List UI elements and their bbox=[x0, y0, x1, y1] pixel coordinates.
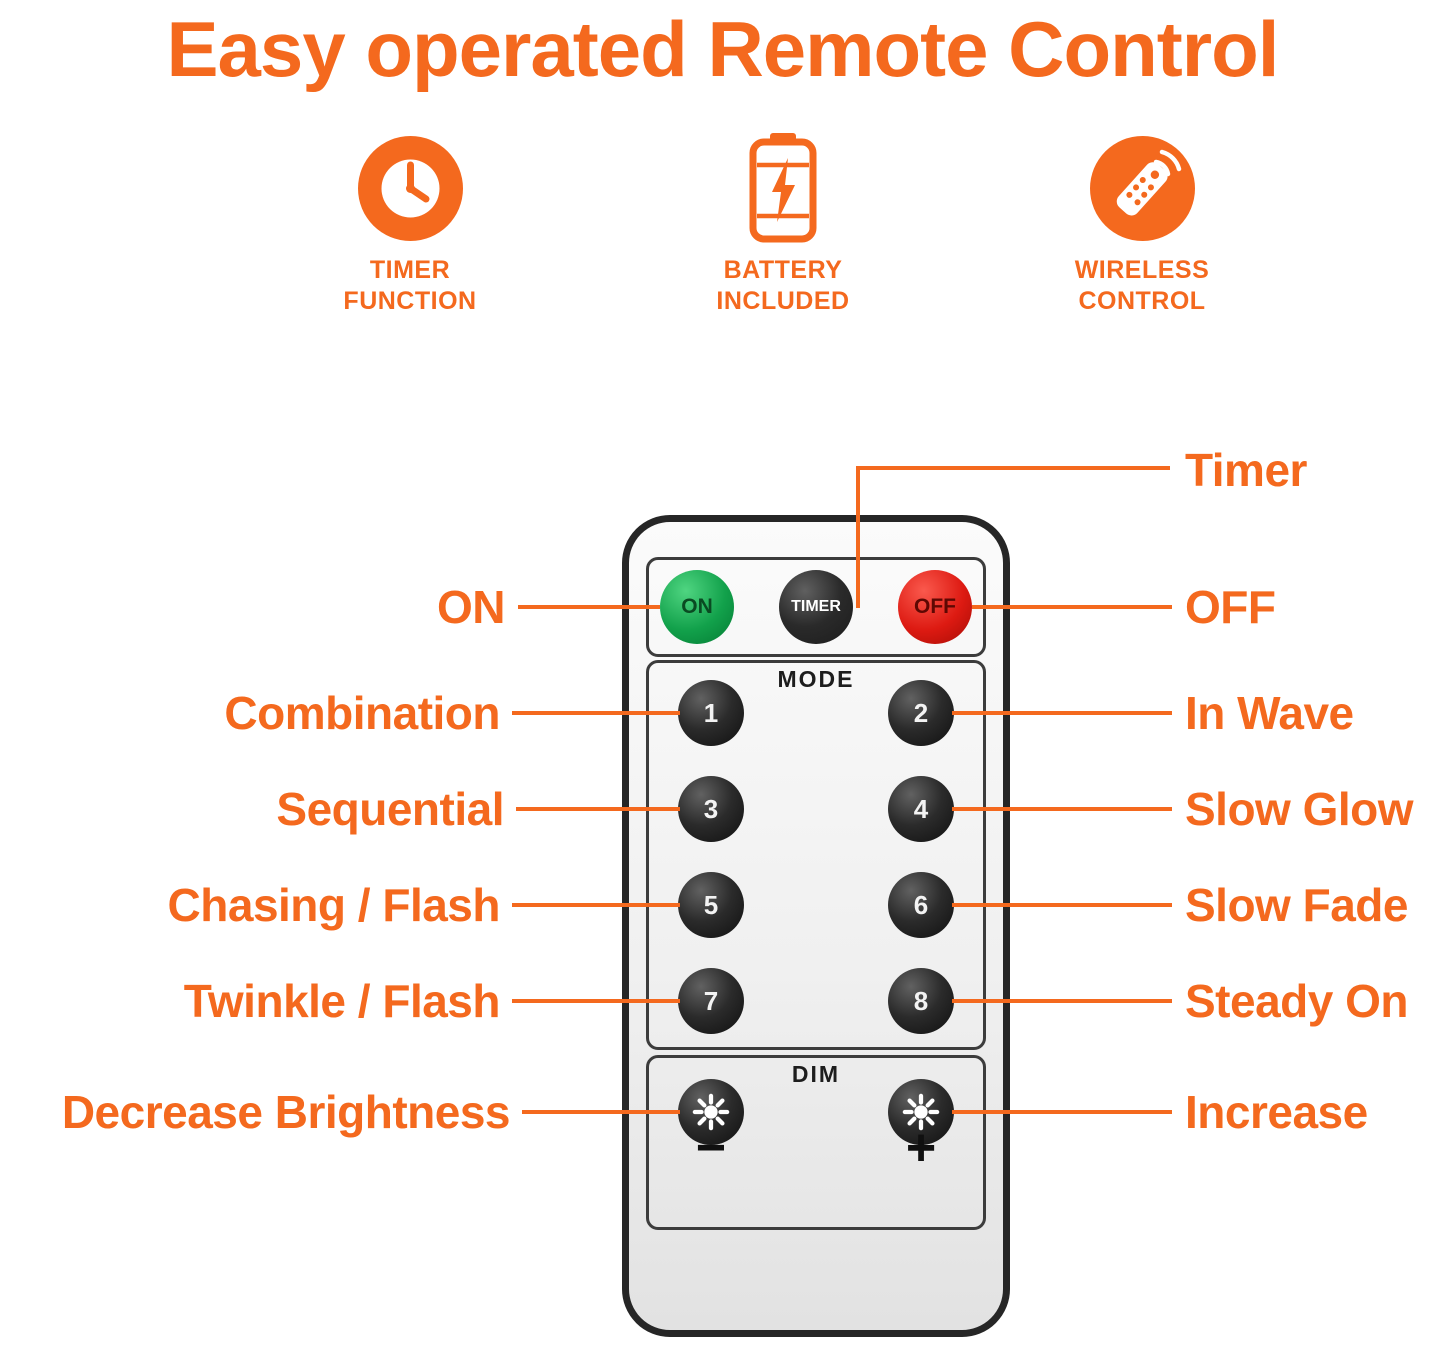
callout-label-twinkle-flash: Twinkle / Flash bbox=[183, 975, 501, 1027]
callout-line-steady-on bbox=[952, 999, 1172, 1003]
callout-line-slow-glow bbox=[952, 807, 1172, 811]
dim-increase-button bbox=[888, 1079, 954, 1145]
callout-label-on: ON bbox=[437, 581, 506, 633]
remote-icon bbox=[1032, 131, 1252, 245]
mode-button-5: 5 bbox=[678, 872, 744, 938]
mode-button-8: 8 bbox=[888, 968, 954, 1034]
on-button: ON bbox=[660, 570, 734, 644]
callout-label-sequential: Sequential bbox=[276, 783, 504, 835]
feature-label-wireless: WIRELESS CONTROL bbox=[1074, 256, 1210, 316]
callout-label-increase: Increase bbox=[1185, 1086, 1368, 1138]
callout-line-timer-vertical bbox=[856, 468, 860, 608]
callout-label-slow-glow: Slow Glow bbox=[1185, 783, 1414, 835]
mode-button-1: 1 bbox=[678, 680, 744, 746]
callout-line-on bbox=[518, 605, 660, 609]
callout-label-off: OFF bbox=[1185, 581, 1276, 633]
callout-line-in-wave bbox=[952, 711, 1172, 715]
callout-label-chasing-flash: Chasing / Flash bbox=[167, 879, 501, 931]
dim-section-label: DIM bbox=[791, 1061, 841, 1087]
brightness-icon bbox=[692, 1093, 730, 1131]
dim-panel: DIM bbox=[646, 1055, 986, 1230]
feature-wireless-control: WIRELESS CONTROL bbox=[1032, 131, 1252, 318]
feature-timer-function: TIMER FUNCTION bbox=[300, 131, 520, 318]
feature-label-timer: TIMER FUNCTION bbox=[343, 256, 477, 316]
mode-button-2: 2 bbox=[888, 680, 954, 746]
mode-button-4: 4 bbox=[888, 776, 954, 842]
mode-panel: MODE bbox=[646, 660, 986, 1050]
feature-battery-included: BATTERY INCLUDED bbox=[673, 131, 893, 318]
callout-line-slow-fade bbox=[952, 903, 1172, 907]
callout-line-off bbox=[972, 605, 1172, 609]
brightness-icon bbox=[902, 1093, 940, 1131]
callout-label-combination: Combination bbox=[224, 687, 500, 739]
callout-label-steady-on: Steady On bbox=[1185, 975, 1409, 1027]
mode-button-7: 7 bbox=[678, 968, 744, 1034]
clock-icon bbox=[300, 131, 520, 245]
callout-line-increase bbox=[952, 1110, 1172, 1114]
callout-label-slow-fade: Slow Fade bbox=[1185, 879, 1408, 931]
feature-label-battery: BATTERY INCLUDED bbox=[716, 256, 850, 316]
timer-button: TIMER bbox=[779, 570, 853, 644]
battery-icon bbox=[673, 131, 893, 245]
callout-line-combination bbox=[512, 711, 680, 715]
dim-decrease-button bbox=[678, 1079, 744, 1145]
callout-line-chasing-flash bbox=[512, 903, 680, 907]
callout-line-twinkle-flash bbox=[512, 999, 680, 1003]
mode-button-3: 3 bbox=[678, 776, 744, 842]
off-button: OFF bbox=[898, 570, 972, 644]
callout-label-decrease-brightness: Decrease Brightness bbox=[61, 1086, 511, 1138]
power-panel: ON TIMER OFF bbox=[646, 557, 986, 657]
callout-label-in-wave: In Wave bbox=[1185, 687, 1354, 739]
plus-symbol: + bbox=[905, 1119, 937, 1177]
remote-control: ON TIMER OFF MODE 1 2 3 4 5 6 7 8 DIM bbox=[622, 515, 1010, 1337]
callout-line-sequential bbox=[516, 807, 680, 811]
callout-line-timer bbox=[856, 466, 1170, 470]
minus-symbol: − bbox=[695, 1119, 727, 1177]
callout-line-decrease bbox=[522, 1110, 680, 1114]
mode-section-label: MODE bbox=[777, 666, 855, 692]
mode-button-6: 6 bbox=[888, 872, 954, 938]
callout-label-timer: Timer bbox=[1185, 444, 1307, 496]
page-title: Easy operated Remote Control bbox=[166, 5, 1280, 93]
